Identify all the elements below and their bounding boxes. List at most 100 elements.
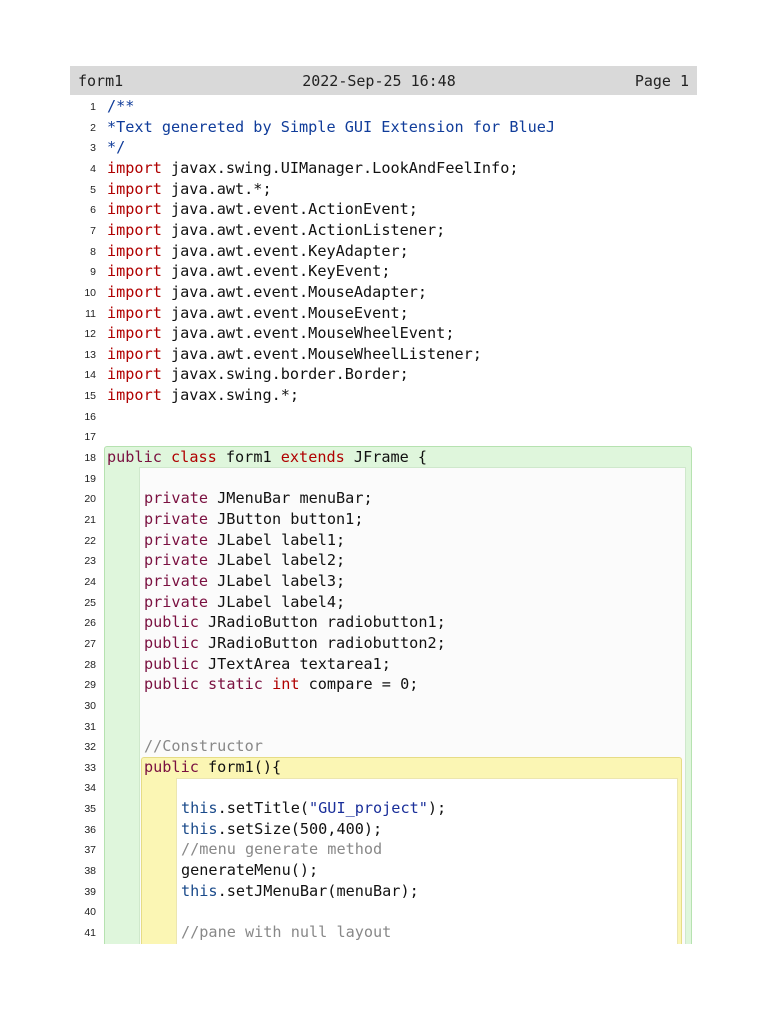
line-number: 26: [84, 617, 96, 630]
code-token: java.awt.event.MouseEvent;: [161, 303, 409, 322]
line-number: 37: [84, 844, 96, 857]
code-token: form1(){: [198, 757, 282, 776]
header-filename: form1: [78, 71, 124, 90]
code-line: 7 import java.awt.event.ActionListener;: [0, 220, 768, 240]
code-token: java.awt.*;: [161, 179, 272, 198]
code-token: java.awt.event.MouseWheelListener;: [161, 344, 482, 363]
code-token: this: [181, 881, 218, 900]
code-token: public: [144, 675, 199, 694]
line-number: 7: [90, 224, 96, 237]
code-token: import: [107, 386, 162, 405]
line-number: 16: [84, 410, 96, 423]
code-text: private JMenuBar menuBar;: [144, 488, 373, 508]
code-token: public: [144, 654, 199, 673]
code-text: import java.awt.event.KeyAdapter;: [107, 241, 409, 261]
code-text: private JLabel label1;: [144, 530, 345, 550]
code-text: *Text genereted by Simple GUI Extension …: [107, 117, 555, 137]
code-text: /**: [107, 96, 134, 116]
line-number: 6: [90, 204, 96, 217]
code-line: 32//Constructor: [0, 736, 768, 756]
code-token: javax.swing.border.Border;: [161, 365, 409, 384]
code-token: );: [427, 799, 447, 818]
code-text: import java.awt.event.MouseWheelEvent;: [107, 323, 454, 343]
line-number: 17: [84, 431, 96, 444]
line-number: 34: [84, 782, 96, 795]
line-number: 23: [84, 555, 96, 568]
code-line: 26 public JRadioButton radiobutton1;: [0, 612, 768, 632]
code-line: 22 private JLabel label1;: [0, 530, 768, 550]
code-token: private: [144, 510, 209, 528]
code-text: import java.awt.event.MouseWheelListener…: [107, 344, 482, 364]
header-datetime: 2022-Sep-25 16:48: [302, 71, 456, 90]
line-number: 20: [84, 493, 96, 506]
code-text: */: [107, 137, 125, 157]
line-number: 14: [84, 369, 96, 382]
line-number: 22: [84, 534, 96, 547]
code-text: import java.awt.event.MouseEvent;: [107, 303, 409, 323]
line-number: 38: [84, 865, 96, 878]
code-text: import java.awt.event.ActionListener;: [107, 220, 445, 240]
code-token: java.awt.event.MouseAdapter;: [161, 282, 428, 301]
code-token: java.awt.event.MouseWheelEvent;: [161, 324, 455, 343]
line-number: 41: [84, 927, 96, 939]
code-line: 14 import javax.swing.border.Border;: [0, 364, 768, 384]
line-number: 15: [84, 390, 96, 403]
code-token: public: [107, 448, 162, 467]
code-token: import: [107, 324, 162, 343]
line-number: 36: [84, 823, 96, 836]
code-token: extends: [280, 448, 345, 467]
line-number: 2: [90, 121, 96, 134]
code-line: 34: [0, 777, 768, 797]
code-token: generateMenu();: [181, 861, 319, 880]
line-number: 1: [90, 101, 96, 113]
code-token: JRadioButton radiobutton2;: [198, 633, 446, 652]
code-line: 17: [0, 426, 768, 446]
code-text: this.setTitle("GUI_project");: [181, 798, 446, 818]
code-text: public JTextArea textarea1;: [144, 654, 391, 674]
line-number: 39: [84, 885, 96, 898]
code-token: import: [107, 282, 162, 301]
code-token: /**: [107, 97, 135, 115]
line-number: 24: [84, 575, 96, 588]
code-token: javax.swing.UIManager.LookAndFeelInfo;: [161, 158, 519, 177]
line-number: 9: [90, 266, 96, 279]
code-token: JFrame {: [344, 448, 428, 467]
code-token: //pane with null layout: [181, 923, 392, 941]
code-token: */: [107, 138, 126, 157]
code-token: JRadioButton radiobutton1;: [198, 613, 446, 632]
code-text: generateMenu();: [181, 860, 318, 880]
code-text: private JButton button1;: [144, 509, 363, 529]
line-number: 29: [84, 679, 96, 692]
code-token: .setSize(500,400);: [217, 819, 383, 838]
code-text: //pane with null layout: [181, 922, 391, 942]
code-token: form1: [216, 448, 281, 467]
code-token: import: [107, 220, 162, 239]
code-text: import javax.swing.*;: [107, 385, 299, 405]
code-text: private JLabel label2;: [144, 550, 345, 570]
code-line: 23 private JLabel label2;: [0, 550, 768, 570]
code-token: JMenuBar menuBar;: [208, 489, 373, 508]
print-header: form1 2022-Sep-25 16:48 Page 1: [70, 66, 697, 95]
code-token: this: [181, 799, 218, 818]
code-token: public: [144, 613, 199, 632]
code-token: import: [107, 344, 162, 363]
code-token: public: [144, 633, 199, 652]
code-token: private: [144, 551, 209, 570]
code-token: import: [107, 365, 162, 384]
code-token: public: [144, 757, 199, 776]
constructor-body-block: [176, 778, 678, 944]
code-text: private JLabel label3;: [144, 571, 345, 591]
